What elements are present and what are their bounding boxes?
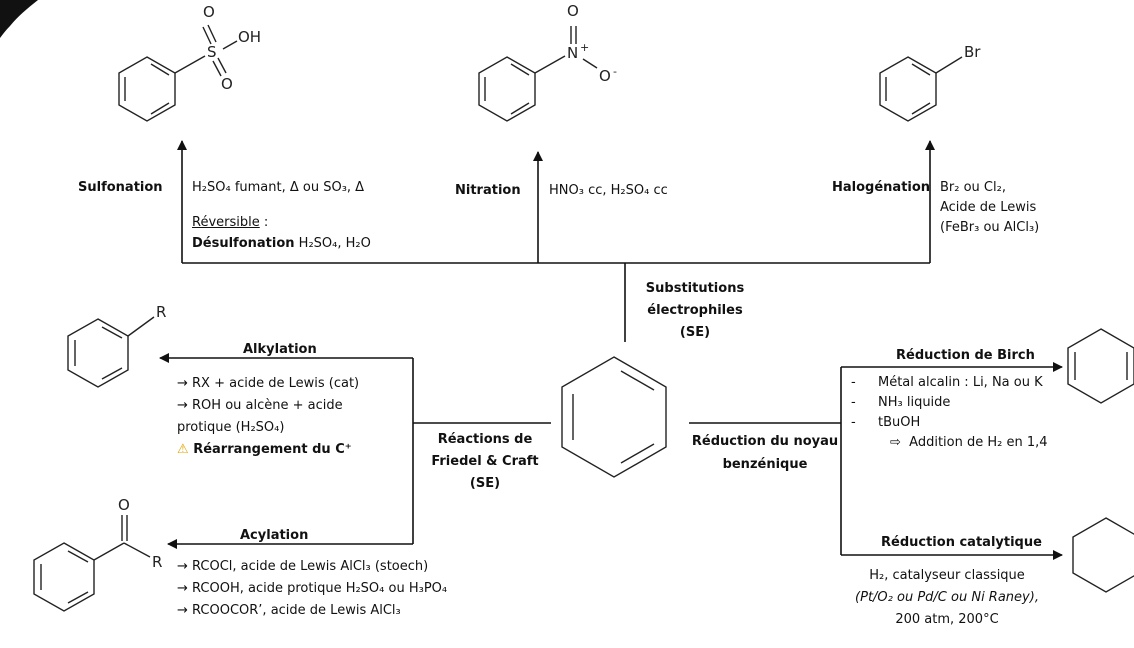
desulfonation-label: Désulfonation (192, 236, 295, 251)
halogenation-line-1: Br₂ ou Cl₂, (940, 180, 1006, 195)
halogenation-line-3: (FeBr₃ ou AlCl₃) (940, 220, 1040, 235)
reduction-label-line-2: benzénique (722, 457, 808, 472)
birch-line-1: Métal alcalin : Li, Na ou K (878, 375, 1043, 390)
corner-shape (0, 0, 38, 38)
no2-o-top: O (567, 2, 579, 20)
alkylation-warning: Réarrangement du C⁺ (193, 442, 352, 457)
halogenation-line-2: Acide de Lewis (940, 200, 1037, 215)
nitration-conditions: HNO₃ cc, H₂SO₄ cc (549, 183, 668, 198)
birch-result-line: ⇨ Addition de H₂ en 1,4 (890, 433, 1048, 452)
acyl-o: O (118, 496, 130, 514)
friedel-craft-connectors (159, 353, 551, 549)
alkylation-line-1: → RX + acide de Lewis (cat) (177, 376, 360, 391)
alkylation-line-3: protique (H₂SO₄) (177, 420, 285, 435)
birch-title: Réduction de Birch (896, 348, 1035, 363)
birch-dash-3: - (851, 415, 856, 430)
birch-line-2: NH₃ liquide (878, 395, 951, 410)
warning-icon: ⚠ (177, 442, 189, 457)
benzene-center (561, 356, 667, 478)
so3h-oh: OH (238, 28, 261, 46)
no2-plus: + (580, 41, 589, 54)
reduction-label-line-1: Réduction du noyau (691, 434, 839, 449)
alkyl-r: R (156, 303, 166, 321)
catalytic-line-1: H₂, catalyseur classique (869, 568, 1025, 583)
acylation-line-3: → RCOOCOR’, acide de Lewis AlCl₃ (177, 603, 401, 618)
friedel-label-line-3: (SE) (469, 476, 501, 491)
acylation-line-1: → RCOCl, acide de Lewis AlCl₃ (stoech) (177, 559, 429, 574)
se-label-line-1: Substitutions (645, 281, 745, 296)
acylation-title: Acylation (240, 528, 309, 543)
reversible-label: Réversible (192, 215, 260, 230)
birch-result-arrow: ⇨ (890, 435, 901, 450)
so3h-o-bottom: O (221, 75, 233, 93)
halogenation-title: Halogénation (832, 180, 931, 195)
alkylation-title: Alkylation (243, 342, 317, 357)
nitration-title: Nitration (455, 183, 521, 198)
benzenesulfonic-acid-molecule: O S OH O (118, 3, 261, 122)
alkylation-warning-line: ⚠ Réarrangement du C⁺ (177, 440, 352, 459)
cyclohexane-molecule (1072, 517, 1134, 593)
reduction-connectors (689, 362, 1063, 560)
br-atom: Br (964, 43, 981, 61)
friedel-label-line-1: Réactions de (437, 432, 533, 447)
se-connectors (177, 140, 935, 342)
so3h-s: S (207, 43, 217, 61)
sulfonation-conditions: H₂SO₄ fumant, Δ ou SO₃, Δ (192, 180, 365, 195)
birch-line-3: tBuOH (878, 415, 921, 430)
no2-n: N (567, 44, 578, 62)
catalytic-title: Réduction catalytique (881, 535, 1042, 550)
desulfonation-reagents: H₂SO₄, H₂O (294, 236, 371, 251)
birch-dash-1: - (851, 375, 856, 390)
catalytic-line-3: 200 atm, 200°C (895, 612, 999, 627)
so3h-o-top: O (203, 3, 215, 21)
alkylation-line-2: → ROH ou alcène + acide (177, 398, 343, 413)
birch-result: Addition de H₂ en 1,4 (909, 435, 1048, 450)
cyclohexadiene-molecule (1067, 328, 1134, 404)
nitrobenzene-molecule: O N + O - (478, 2, 617, 122)
birch-dash-2: - (851, 395, 856, 410)
sulfonation-reversible: Réversible : (192, 213, 268, 232)
desulfonation-line: Désulfonation H₂SO₄, H₂O (192, 234, 371, 253)
friedel-label-line-2: Friedel & Craft (431, 454, 539, 469)
no2-o-right: O (599, 67, 611, 85)
catalytic-line-2: (Pt/O₂ ou Pd/C ou Ni Raney), (855, 590, 1039, 605)
no2-minus: - (613, 65, 617, 78)
alkylbenzene-molecule: R (67, 303, 166, 388)
sulfonation-title: Sulfonation (78, 180, 163, 195)
reversible-colon: : (259, 215, 269, 230)
se-label-line-3: (SE) (679, 325, 711, 340)
acylbenzene-molecule: O R (33, 496, 162, 612)
bromobenzene-molecule: Br (879, 43, 981, 122)
se-label-line-2: électrophiles (647, 303, 743, 318)
acylation-line-2: → RCOOH, acide protique H₂SO₄ ou H₃PO₄ (177, 581, 448, 596)
acyl-r: R (152, 553, 162, 571)
